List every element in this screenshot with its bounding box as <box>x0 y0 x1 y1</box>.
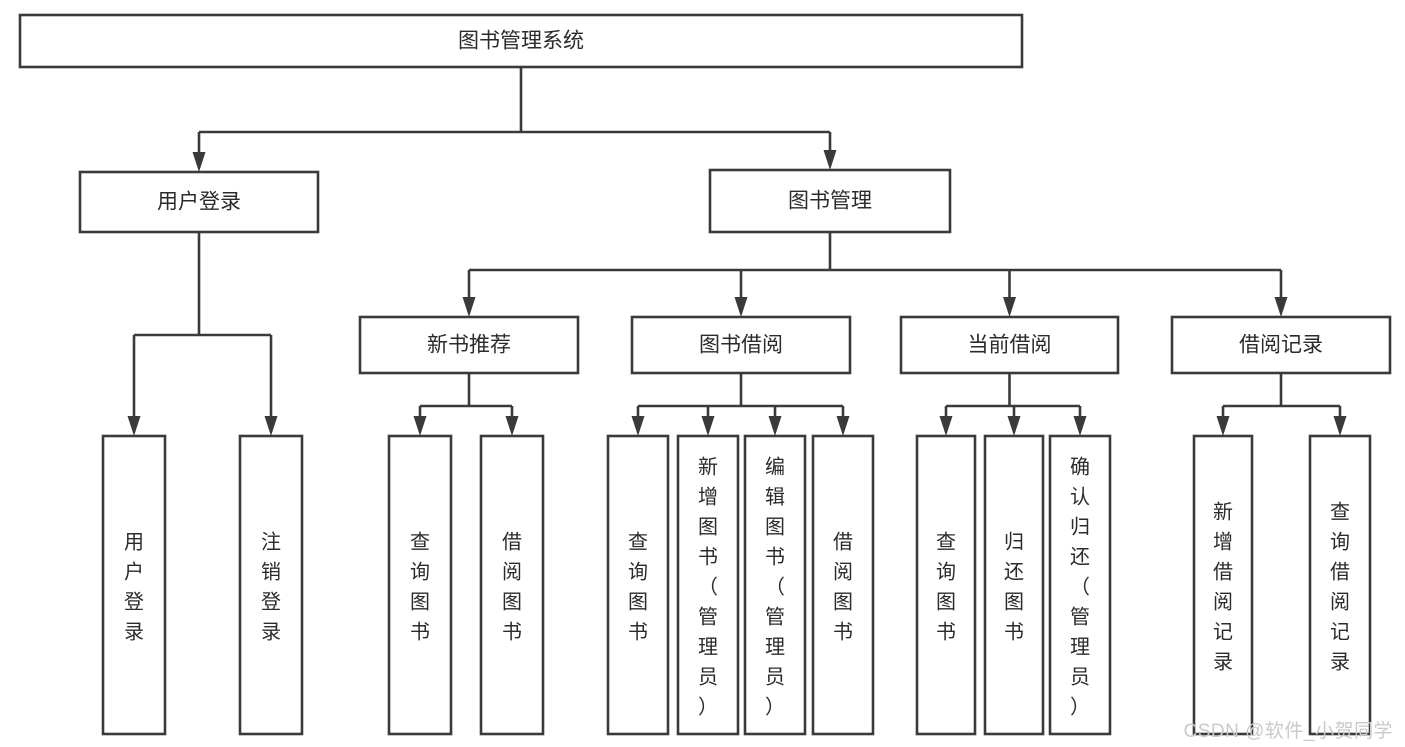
connector-group <box>631 373 850 436</box>
node-label: 图书管理 <box>788 190 872 213</box>
node-box[interactable] <box>387 434 453 736</box>
connector-layer <box>127 67 1347 436</box>
node-label: 查询借阅记录 <box>1330 500 1350 673</box>
node-box[interactable] <box>101 434 167 736</box>
arrow-head-icon <box>1003 297 1016 317</box>
node-box[interactable] <box>238 434 304 736</box>
node-box[interactable] <box>983 434 1045 736</box>
arrow-head-icon <box>734 297 748 317</box>
connector-group <box>939 373 1087 436</box>
node-leaf_10[interactable]: 确认归还（管理员） <box>1048 434 1112 736</box>
node-leaf_11[interactable]: 新增借阅记录 <box>1192 434 1254 736</box>
node-box[interactable] <box>606 434 670 736</box>
node-leaf_8[interactable]: 查询图书 <box>915 434 977 736</box>
node-label: 借阅图书 <box>502 530 522 643</box>
node-leaf_0[interactable]: 用户登录 <box>101 434 167 736</box>
arrow-head-icon <box>939 416 953 436</box>
connector-group <box>192 67 837 172</box>
node-box[interactable] <box>78 170 320 234</box>
connector-group <box>413 373 519 436</box>
node-l3_2[interactable]: 当前借阅 <box>899 315 1120 375</box>
node-label: 图书借阅 <box>699 334 783 357</box>
node-label: 新书推荐 <box>427 334 511 357</box>
node-box[interactable] <box>915 434 977 736</box>
connector-group <box>1216 373 1347 436</box>
node-box[interactable] <box>479 434 545 736</box>
node-leaf_2[interactable]: 查询图书 <box>387 434 453 736</box>
arrow-head-icon <box>505 416 519 436</box>
node-leaf_7[interactable]: 借阅图书 <box>811 434 875 736</box>
node-l2_1[interactable]: 图书管理 <box>708 168 952 234</box>
arrow-head-icon <box>836 416 850 436</box>
node-label: 查询图书 <box>410 530 430 643</box>
arrow-head-icon <box>823 150 837 170</box>
node-box[interactable] <box>811 434 875 736</box>
arrow-head-icon <box>1333 416 1347 436</box>
node-label: 用户登录 <box>157 191 241 214</box>
node-label: 查询图书 <box>936 530 956 643</box>
csdn-watermark: CSDN @软件_小贺同学 <box>1183 721 1393 742</box>
node-label: 查询图书 <box>628 530 648 643</box>
node-leaf_4[interactable]: 查询图书 <box>606 434 670 736</box>
arrow-head-icon <box>631 416 645 436</box>
arrow-head-icon <box>413 416 427 436</box>
node-root[interactable]: 图书管理系统 <box>18 13 1024 69</box>
node-l3_1[interactable]: 图书借阅 <box>630 315 852 375</box>
node-box[interactable] <box>899 315 1120 375</box>
node-leaf_6[interactable]: 编辑图书（管理员） <box>743 434 807 736</box>
node-l2_0[interactable]: 用户登录 <box>78 170 320 234</box>
arrow-head-icon <box>1073 416 1087 436</box>
node-label: 借阅记录 <box>1239 334 1323 357</box>
arrow-head-icon <box>192 152 206 172</box>
node-box[interactable] <box>630 315 852 375</box>
node-l3_3[interactable]: 借阅记录 <box>1170 315 1392 375</box>
node-box[interactable] <box>1048 434 1112 736</box>
arrow-head-icon <box>462 297 476 317</box>
arrow-head-icon <box>1007 416 1021 436</box>
node-box[interactable] <box>676 434 740 736</box>
node-label: 编辑图书（管理员） <box>765 455 785 718</box>
node-label: 新增图书（管理员） <box>698 455 718 718</box>
node-label: 新增借阅记录 <box>1213 500 1233 673</box>
node-label: 确认归还（管理员） <box>1070 455 1090 718</box>
node-box[interactable] <box>358 315 580 375</box>
node-label: 当前借阅 <box>968 334 1052 357</box>
node-box[interactable] <box>1192 434 1254 736</box>
node-label: 借阅图书 <box>833 530 853 643</box>
node-layer: 图书管理系统用户登录图书管理新书推荐图书借阅当前借阅借阅记录用户登录注销登录查询… <box>18 13 1392 736</box>
node-box[interactable] <box>743 434 807 736</box>
node-label: 注销登录 <box>261 530 281 643</box>
node-leaf_9[interactable]: 归还图书 <box>983 434 1045 736</box>
arrow-head-icon <box>701 416 715 436</box>
arrow-head-icon <box>768 416 782 436</box>
node-leaf_3[interactable]: 借阅图书 <box>479 434 545 736</box>
node-label: 图书管理系统 <box>458 30 584 53</box>
node-leaf_1[interactable]: 注销登录 <box>238 434 304 736</box>
node-box[interactable] <box>18 13 1024 69</box>
connector-group <box>127 232 278 436</box>
arrow-head-icon <box>1216 416 1230 436</box>
arrow-head-icon <box>1274 297 1288 317</box>
node-label: 归还图书 <box>1004 530 1024 643</box>
arrow-head-icon <box>264 416 278 436</box>
connector-group <box>462 232 1288 317</box>
node-leaf_12[interactable]: 查询借阅记录 <box>1308 434 1372 736</box>
node-leaf_5[interactable]: 新增图书（管理员） <box>676 434 740 736</box>
node-l3_0[interactable]: 新书推荐 <box>358 315 580 375</box>
node-box[interactable] <box>708 168 952 234</box>
arrow-head-icon <box>127 416 141 436</box>
node-box[interactable] <box>1308 434 1372 736</box>
node-label: 用户登录 <box>124 531 144 643</box>
node-box[interactable] <box>1170 315 1392 375</box>
